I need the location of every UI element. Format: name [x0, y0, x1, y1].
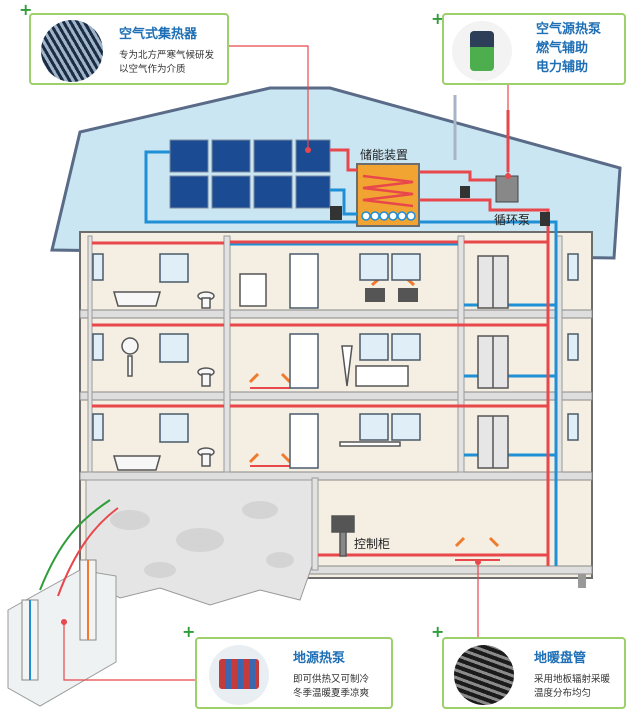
- callout-line: 空气源热泵: [536, 22, 602, 37]
- doors: [289, 253, 319, 469]
- ground-source-thumbnail: [209, 645, 269, 705]
- pump-label: 循环泵: [494, 213, 531, 227]
- callout-air-source: 空气源热泵 燃气辅助 电力辅助: [442, 13, 626, 85]
- leader-dot: [475, 559, 481, 565]
- callout-desc: 以空气作为介质: [119, 64, 186, 75]
- solar-panel: [169, 139, 209, 173]
- storage-coil: [362, 174, 414, 208]
- heat-pump-machine-icon: [219, 659, 259, 689]
- solar-panel: [253, 139, 293, 173]
- callout-title: 空气式集热器: [119, 27, 198, 42]
- callout-leaders: [63, 45, 509, 681]
- ground-wells: [7, 499, 119, 707]
- solar-panel: [253, 175, 293, 209]
- radiator: [398, 288, 418, 302]
- callout-line: 电力辅助: [536, 60, 589, 75]
- rock: [176, 528, 224, 552]
- radiator: [365, 288, 385, 302]
- floor-slab: [79, 471, 593, 481]
- cold-pipes: [144, 150, 558, 566]
- leader-dot: [505, 173, 511, 179]
- wall-divider: [457, 235, 465, 473]
- solar-panel: [295, 139, 331, 173]
- callout-ground-source: 地源热泵 即可供热又可制冷 冬季温暖夏季凉爽: [195, 637, 393, 709]
- solar-panel: [211, 175, 251, 209]
- solar-panel: [211, 139, 251, 173]
- wall-divider: [223, 235, 231, 473]
- roof: [50, 86, 622, 260]
- floor-heating-thumbnail: [454, 645, 514, 705]
- callout-air-collector: 空气式集热器 专为北方严寒气候研发 以空气作为介质: [29, 13, 229, 85]
- pump-unit: [460, 186, 470, 198]
- elevator: [477, 255, 509, 469]
- wall-divider: [87, 235, 93, 473]
- air-collector-thumbnail: [41, 20, 103, 82]
- plus-icon: +: [182, 622, 196, 641]
- callout-desc: 专为北方严寒气候研发: [119, 50, 215, 61]
- callout-desc: 采用地板辐射采暖: [534, 674, 611, 685]
- plus-icon: +: [431, 9, 445, 28]
- pump-unit: [330, 206, 342, 220]
- solar-panel: [169, 175, 209, 209]
- leader-dot: [61, 619, 67, 625]
- callout-desc: 即可供热又可制冷: [293, 674, 370, 685]
- floor-slab: [79, 391, 593, 401]
- bathroom-fixtures: [113, 291, 215, 471]
- furniture: [239, 273, 409, 557]
- callout-desc: 冬季温暖夏季凉爽: [293, 688, 370, 699]
- solar-panel: [295, 175, 331, 209]
- rock: [110, 510, 150, 530]
- callout-floor-heating: 地暖盘管 采用地板辐射采暖 温度分布均匀: [442, 637, 626, 709]
- wall-divider: [311, 477, 319, 571]
- heat-pump-icon: [470, 31, 494, 71]
- storage-label: 储能装置: [360, 148, 409, 162]
- callout-title: 地暖盘管: [534, 651, 587, 666]
- rock: [242, 501, 278, 519]
- callout-desc: 温度分布均匀: [534, 688, 592, 699]
- leader-dot: [305, 147, 311, 153]
- hot-pipes: [92, 110, 550, 566]
- foundation: [578, 574, 586, 588]
- storage-bubbles: [361, 211, 416, 221]
- solar-collector: [169, 139, 331, 209]
- pump-unit: [540, 212, 550, 226]
- control-cabinet-label: 控制柜: [354, 537, 391, 551]
- rock: [266, 552, 294, 568]
- floor-slab: [79, 309, 593, 319]
- callout-line: 燃气辅助: [536, 41, 589, 56]
- heat-pump-unit: [495, 175, 519, 203]
- rock: [144, 562, 176, 578]
- windows: [92, 253, 579, 443]
- callout-title: 地源热泵: [293, 651, 346, 666]
- plus-icon: +: [431, 622, 445, 641]
- air-source-thumbnail: [452, 21, 512, 81]
